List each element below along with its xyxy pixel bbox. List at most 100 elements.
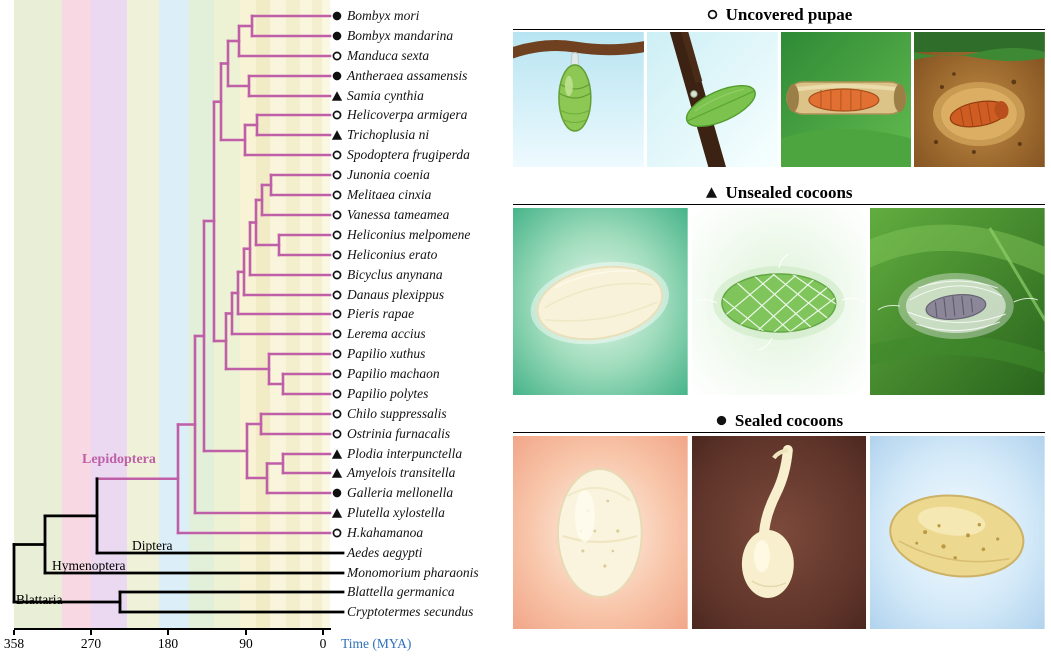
species-name: Plodia interpunctella [347, 446, 463, 461]
era-stripe [14, 0, 62, 628]
open-circle-icon [329, 229, 345, 241]
open-circle-icon [329, 348, 345, 360]
oval-cocoon-pink-background-illustration [513, 436, 688, 629]
species-row: Papilio polytes [0, 384, 513, 404]
species-row: Amyelois transitella [0, 463, 513, 483]
filled-circle-icon [329, 487, 345, 499]
axis-tick [90, 630, 92, 635]
species-name: H.kahamanoa [347, 525, 424, 540]
open-circle-icon [329, 249, 345, 261]
species-name: Bicyclus anynana [347, 267, 443, 282]
clade-label-blattaria: Blattaria [16, 592, 63, 607]
species-name: Papilio machaon [347, 366, 440, 381]
textured-cocoon-blue-background-illustration [870, 436, 1046, 629]
filled-triangle-icon [329, 129, 345, 141]
legend-header-uncovered-pupae: Uncovered pupae [513, 0, 1045, 30]
no-marker [329, 606, 345, 618]
species-row: Chilo suppressalis [0, 404, 513, 424]
green-chrysalis-hanging-illustration [513, 32, 644, 167]
species-row: Heliconius erato [0, 245, 513, 265]
species-row: Plutella xylostella [0, 503, 513, 523]
open-circle-icon [329, 289, 345, 301]
filled-triangle-icon [329, 448, 345, 460]
open-circle-icon [329, 269, 345, 281]
clade-label-hymenoptera: Hymenoptera [52, 558, 126, 573]
era-stripe [189, 0, 214, 628]
species-name: Trichoplusia ni [347, 127, 430, 142]
species-name: Spodoptera frugiperda [347, 147, 470, 162]
species-name: Cryptotermes secundus [347, 604, 474, 619]
clade-label-lepidoptera: Lepidoptera [82, 452, 156, 467]
legend-panel: Uncovered pupae [513, 0, 1046, 657]
axis-tick-label: 358 [3, 636, 25, 651]
open-circle-icon [329, 388, 345, 400]
open-circle-icon [329, 109, 345, 121]
axis-tick-label: 180 [157, 636, 179, 651]
species-row: Monomorium pharaonis [0, 563, 513, 583]
sealed-cocoons-images [513, 436, 1046, 629]
mesh-cocoon-with-pupa-on-leaf-illustration [870, 208, 1046, 395]
clade-label-diptera: Diptera [132, 538, 173, 553]
species-row: Vanessa tameamea [0, 205, 513, 225]
legend-header-sealed-cocoons: Sealed cocoons [513, 409, 1045, 433]
pupa-in-rolled-leaf-illustration [780, 32, 912, 167]
open-circle-icon [329, 189, 345, 201]
axis-tick-label: 270 [80, 636, 102, 651]
open-circle-icon [329, 308, 345, 320]
species-name: Papilio xuthus [347, 346, 426, 361]
legend-header-unsealed-cocoons: Unsealed cocoons [513, 181, 1045, 205]
phylo-tree-svg [12, 14, 345, 614]
species-name: Helicoverpa armigera [347, 107, 468, 122]
species-row: Plodia interpunctella [0, 444, 513, 464]
open-circle-icon [329, 368, 345, 380]
species-name: Manduca sexta [347, 48, 430, 63]
open-circle-icon [329, 527, 345, 539]
species-row: Bombyx mori [0, 6, 513, 26]
species-row: Manduca sexta [0, 46, 513, 66]
species-row: Lerema accius [0, 324, 513, 344]
species-row: Cryptotermes secundus [0, 602, 513, 622]
era-stripe [127, 0, 159, 628]
filled-triangle-icon [705, 186, 718, 199]
species-name: Lerema accius [347, 326, 426, 341]
filled-triangle-icon [329, 507, 345, 519]
species-row: Spodoptera frugiperda [0, 145, 513, 165]
species-name: Junonia coenia [347, 167, 430, 182]
species-row: Helicoverpa armigera [0, 105, 513, 125]
no-marker [329, 547, 345, 559]
filled-circle-icon [329, 30, 345, 42]
species-row: Pieris rapae [0, 304, 513, 324]
filled-triangle-icon [329, 467, 345, 479]
species-name: Antheraea assamensis [347, 68, 468, 83]
green-mesh-cocoon-illustration [691, 208, 867, 395]
species-name: Blattella germanica [347, 584, 455, 599]
species-name: Papilio polytes [347, 386, 429, 401]
species-name: Monomorium pharaonis [347, 565, 479, 580]
open-circle-icon [329, 149, 345, 161]
species-name: Vanessa tameamea [347, 207, 450, 222]
axis-tick-label: 90 [239, 636, 253, 651]
species-row: Samia cynthia [0, 86, 513, 106]
leaf-mimic-chrysalis-illustration [646, 32, 778, 167]
species-row: Heliconius melpomene [0, 225, 513, 245]
species-name: Ostrinia furnacalis [347, 426, 451, 441]
species-row: Junonia coenia [0, 165, 513, 185]
filled-circle-icon [329, 70, 345, 82]
species-row: Galleria mellonella [0, 483, 513, 503]
species-row: Papilio xuthus [0, 344, 513, 364]
axis-tick [245, 630, 247, 635]
species-name: Bombyx mandarina [347, 28, 454, 43]
species-row: Blattella germanica [0, 582, 513, 602]
species-row: Antheraea assamensis [0, 66, 513, 86]
axis-tick [167, 630, 169, 635]
legend-title: Sealed cocoons [734, 410, 844, 430]
species-row: Bombyx mandarina [0, 26, 513, 46]
filled-circle-icon [329, 10, 345, 22]
legend-title: Uncovered pupae [725, 4, 853, 24]
unsealed-cocoons-images [513, 208, 1046, 395]
species-name: Plutella xylostella [347, 505, 445, 520]
species-name: Danaus plexippus [347, 287, 445, 302]
gourd-shaped-cocoon-brown-background-illustration [691, 436, 867, 629]
